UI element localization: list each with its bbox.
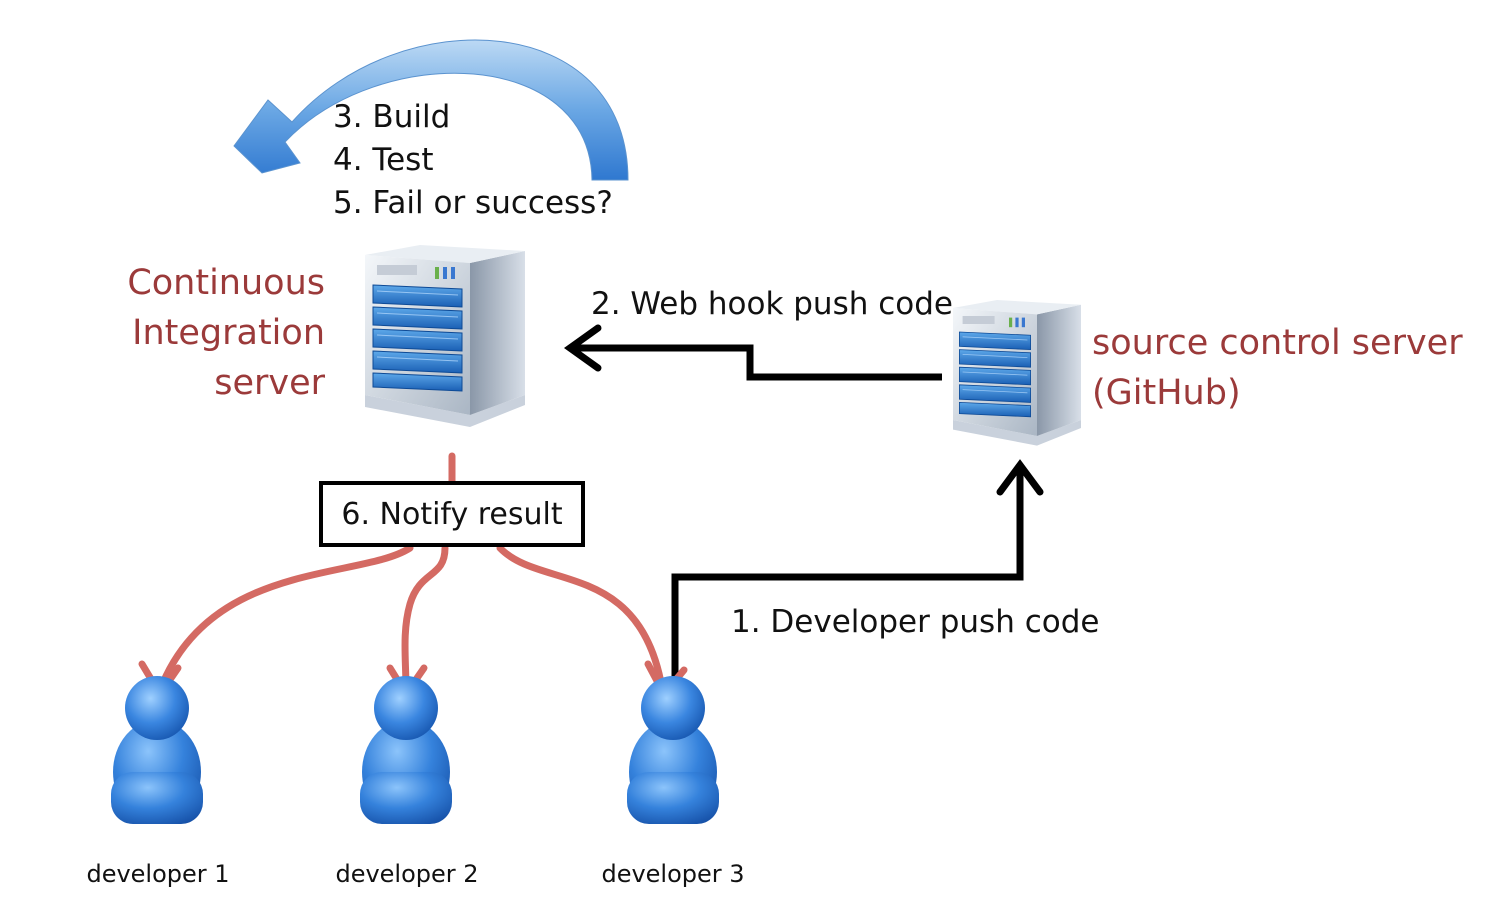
webhook-label: 2. Web hook push code [591, 286, 953, 322]
ci-server-label-line3: server [214, 363, 325, 403]
step-build: 3. Build [333, 99, 451, 135]
developer-1-icon [111, 676, 203, 824]
developer-3-icon [627, 676, 719, 824]
ci-server-icon [364, 244, 526, 428]
source-control-label-line2: (GitHub) [1092, 373, 1241, 413]
step-result: 5. Fail or success? [333, 185, 613, 221]
step-test: 4. Test [333, 142, 434, 178]
developer-push-label: 1. Developer push code [731, 604, 1100, 640]
source-control-label: source control server (GitHub) [1092, 318, 1463, 418]
source-control-server-icon [952, 299, 1082, 447]
notify-arrows [138, 452, 688, 701]
ci-server-label: Continuous Integration server [0, 258, 325, 408]
developer-2-label: developer 2 [335, 860, 479, 888]
ci-server-label-line2: Integration [132, 313, 325, 353]
developer-3-label: developer 3 [601, 860, 745, 888]
ci-server-label-line1: Continuous [127, 263, 325, 303]
webhook-arrow [563, 324, 942, 381]
ci-steps: 3. Build 4. Test 5. Fail or success? [333, 96, 613, 225]
developer-1-label: developer 1 [86, 860, 230, 888]
loop-arrow-icon [233, 39, 629, 181]
developer-push-arrow [671, 459, 1044, 700]
notify-result-box: 6. Notify result [319, 481, 585, 547]
notify-result-label: 6. Notify result [341, 496, 563, 532]
source-control-label-line1: source control server [1092, 323, 1463, 363]
developer-2-icon [360, 676, 452, 824]
